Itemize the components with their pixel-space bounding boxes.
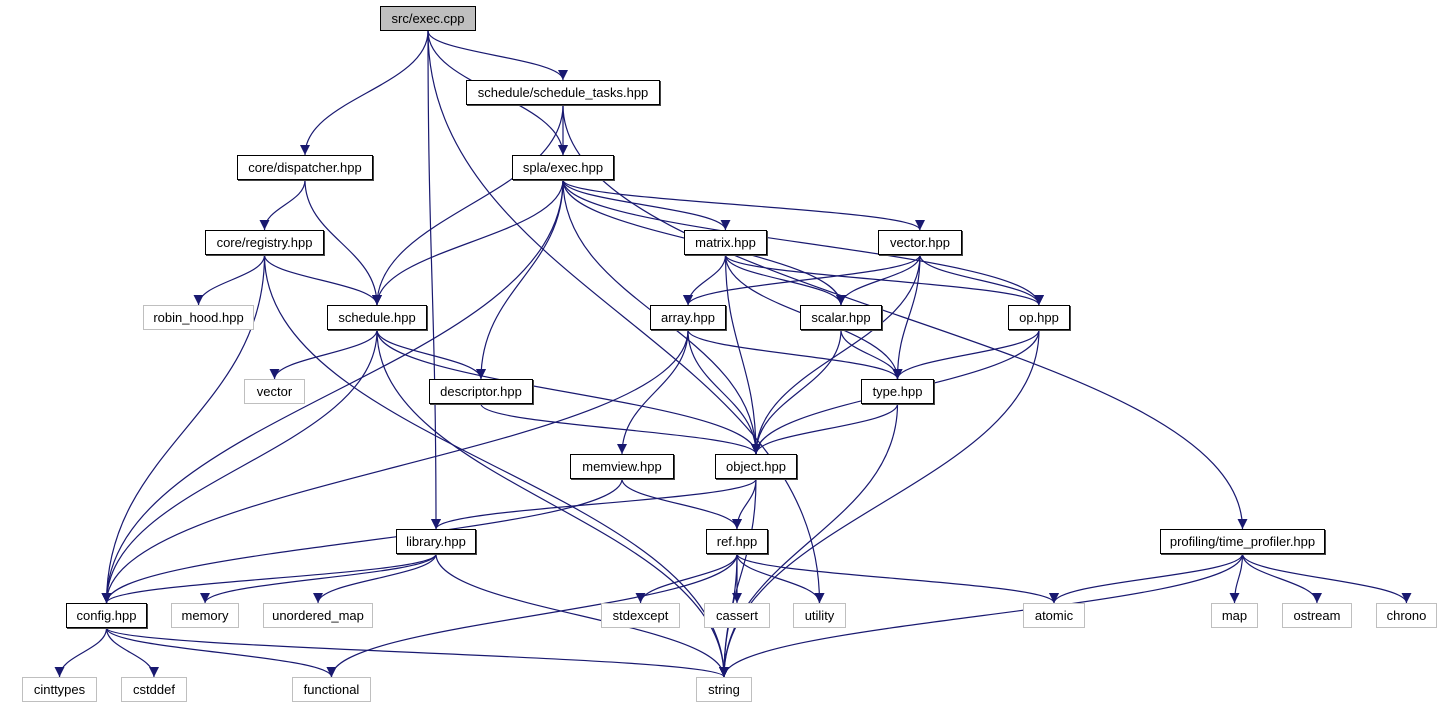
edge-library-to-memory <box>200 553 437 604</box>
edge-vector_hpp-to-op <box>919 254 1044 306</box>
edge-exec_cpp-to-dispatcher <box>300 30 429 156</box>
node-op-hpp[interactable]: op.hpp <box>1008 305 1070 330</box>
edge-scalar-to-object <box>751 329 842 455</box>
node-vector-hpp[interactable]: vector.hpp <box>878 230 962 255</box>
edge-exec_cpp-to-utility <box>427 30 825 604</box>
edge-spla_exec-to-op <box>562 179 1044 306</box>
node-map: map <box>1211 603 1258 628</box>
edge-memview-to-config <box>101 478 623 604</box>
edge-array-to-config <box>101 329 689 604</box>
edge-vector_hpp-to-object <box>751 254 921 455</box>
edge-config-to-functional <box>105 627 337 678</box>
node-core-registry-hpp[interactable]: core/registry.hpp <box>205 230 324 255</box>
node-descriptor-hpp[interactable]: descriptor.hpp <box>429 379 533 404</box>
edge-config-to-string <box>105 627 729 678</box>
edge-registry-to-string <box>263 254 729 678</box>
node-utility: utility <box>793 603 846 628</box>
edge-time_profiler-to-map <box>1229 553 1244 604</box>
edge-ref-to-functional <box>326 553 738 678</box>
node-core-dispatcher-hpp[interactable]: core/dispatcher.hpp <box>237 155 373 180</box>
edge-time_profiler-to-ostream <box>1241 553 1322 604</box>
edge-ref-to-atomic <box>736 553 1059 604</box>
edge-vector_hpp-to-array <box>683 254 921 306</box>
edge-dispatcher-to-schedule <box>304 179 382 306</box>
edge-ref-to-utility <box>736 553 825 604</box>
edge-vector_hpp-to-scalar <box>836 254 921 306</box>
edge-ref-to-stdexcept <box>635 553 738 604</box>
edge-library-to-unordered_map <box>313 553 437 604</box>
node-schedule-hpp[interactable]: schedule.hpp <box>327 305 427 330</box>
node-object-hpp[interactable]: object.hpp <box>715 454 797 479</box>
edge-memview-to-ref <box>621 478 742 530</box>
node-library-hpp[interactable]: library.hpp <box>396 529 476 554</box>
node-string: string <box>696 677 752 702</box>
edge-spla_exec-to-config <box>101 179 564 604</box>
node-type-hpp[interactable]: type.hpp <box>861 379 934 404</box>
node-memview-hpp[interactable]: memview.hpp <box>570 454 674 479</box>
node-robin-hood-hpp: robin_hood.hpp <box>143 305 254 330</box>
node-matrix-hpp[interactable]: matrix.hpp <box>684 230 767 255</box>
edge-object-to-string <box>719 478 757 678</box>
edge-schedule-to-vector <box>269 329 378 380</box>
edge-op-to-type <box>892 329 1040 380</box>
node-cinttypes: cinttypes <box>22 677 97 702</box>
edge-type-to-string <box>719 403 899 678</box>
edge-schedule_tasks-to-time_profiler <box>562 104 1248 530</box>
edge-time_profiler-to-chrono <box>1241 553 1412 604</box>
node-cassert: cassert <box>704 603 770 628</box>
edge-matrix-to-scalar <box>724 254 846 306</box>
edge-descriptor-to-object <box>480 403 761 455</box>
edge-time_profiler-to-atomic <box>1049 553 1244 604</box>
edge-exec_cpp-to-schedule_tasks <box>427 30 568 81</box>
node-src-exec-cpp[interactable]: src/exec.cpp <box>380 6 476 31</box>
edge-vector_hpp-to-type <box>892 254 921 380</box>
node-memory: memory <box>171 603 239 628</box>
node-config-hpp[interactable]: config.hpp <box>66 603 147 628</box>
edge-type-to-object <box>751 403 899 455</box>
node-functional: functional <box>292 677 371 702</box>
edge-time_profiler-to-string <box>719 553 1244 678</box>
edge-matrix-to-array <box>683 254 727 306</box>
node-atomic: atomic <box>1023 603 1085 628</box>
edge-registry-to-robin_hood <box>193 254 266 306</box>
edge-array-to-memview <box>617 329 689 455</box>
edge-spla_exec-to-matrix <box>562 179 731 231</box>
edge-array-to-type <box>687 329 903 380</box>
node-schedule-tasks-hpp[interactable]: schedule/schedule_tasks.hpp <box>466 80 660 105</box>
edge-exec_cpp-to-library <box>427 30 441 530</box>
edge-library-to-string <box>435 553 729 678</box>
node-ref-hpp[interactable]: ref.hpp <box>706 529 768 554</box>
node-stdexcept: stdexcept <box>601 603 680 628</box>
node-spla-exec-hpp[interactable]: spla/exec.hpp <box>512 155 614 180</box>
node-array-hpp[interactable]: array.hpp <box>650 305 726 330</box>
node-vector-std: vector <box>244 379 305 404</box>
edge-matrix-to-object <box>724 254 761 455</box>
edge-schedule-to-object <box>376 329 761 455</box>
edge-config-to-cinttypes <box>54 627 108 678</box>
edge-spla_exec-to-descriptor <box>476 179 564 380</box>
edge-registry-to-config <box>101 254 266 604</box>
edge-spla_exec-to-vector_hpp <box>562 179 925 231</box>
edge-dispatcher-to-registry <box>259 179 306 231</box>
edge-object-to-library <box>431 478 757 530</box>
node-scalar-hpp[interactable]: scalar.hpp <box>800 305 882 330</box>
edge-library-to-config <box>101 553 437 604</box>
node-unordered-map: unordered_map <box>263 603 373 628</box>
edge-registry-to-schedule <box>263 254 382 306</box>
edge-schedule_tasks-to-schedule <box>372 104 564 306</box>
edge-schedule-to-descriptor <box>376 329 486 380</box>
node-chrono: chrono <box>1376 603 1437 628</box>
node-time-profiler-hpp[interactable]: profiling/time_profiler.hpp <box>1160 529 1325 554</box>
node-cstddef: cstddef <box>121 677 187 702</box>
edge-array-to-object <box>687 329 761 455</box>
edge-spla_exec-to-schedule <box>372 179 564 306</box>
edge-schedule-to-config <box>101 329 378 604</box>
node-ostream: ostream <box>1282 603 1352 628</box>
edge-config-to-cstddef <box>105 627 159 678</box>
